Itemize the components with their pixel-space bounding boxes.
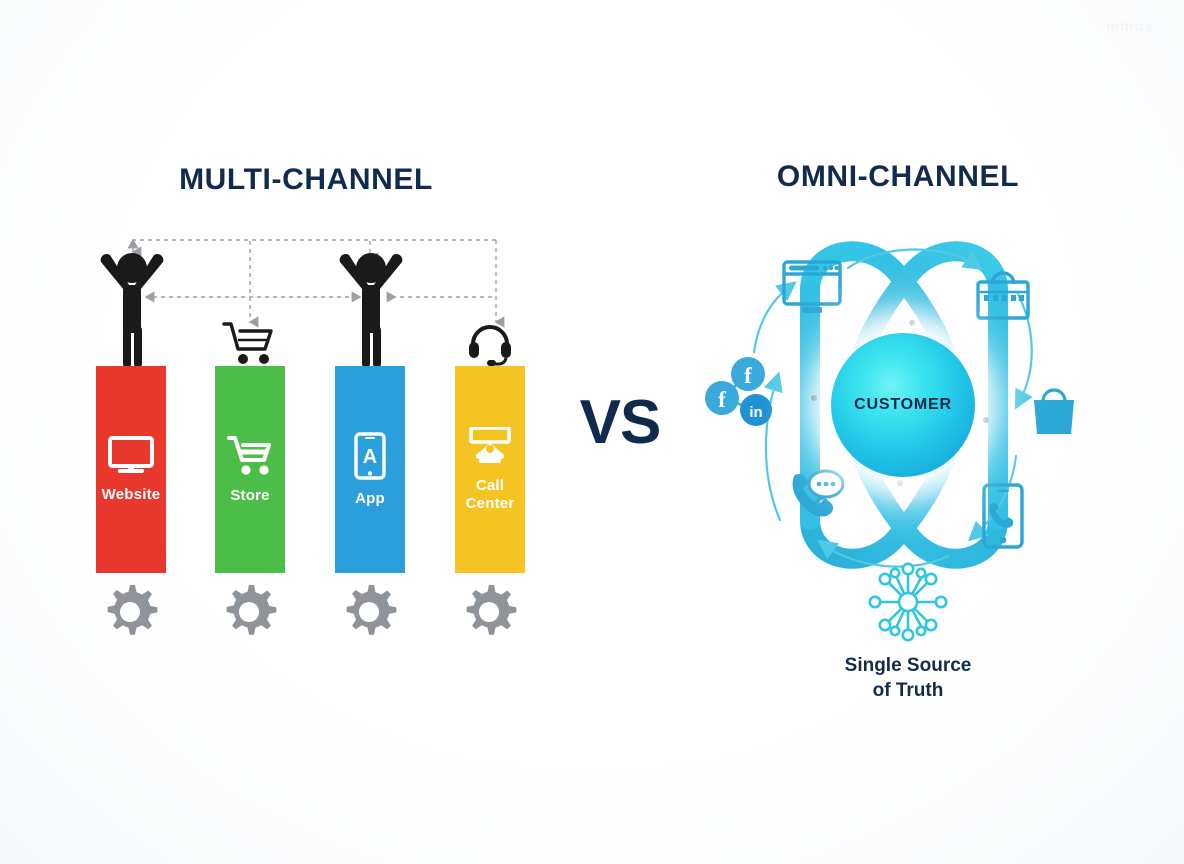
social-media-icons: f f in xyxy=(705,357,772,426)
cart-icon xyxy=(222,320,280,366)
channel-label-store: Store xyxy=(230,486,270,504)
versus-label: VS xyxy=(579,388,662,457)
sst-line-1: Single Source xyxy=(844,655,972,676)
phone-chat-icon xyxy=(792,469,845,517)
gear-icon xyxy=(460,583,518,641)
headset-icon xyxy=(467,318,513,366)
call-center-icon xyxy=(467,426,513,467)
linkedin-icon xyxy=(740,394,772,426)
person-icon xyxy=(334,248,408,370)
shopping-cart-icon xyxy=(227,435,273,477)
gear-icon xyxy=(220,583,278,641)
customer-label: CUSTOMER xyxy=(854,396,952,413)
person-icon xyxy=(95,248,169,370)
channel-label-call-center: Call Center xyxy=(465,477,515,512)
svg-text:A: A xyxy=(363,446,377,468)
channel-bar-website[interactable]: Website xyxy=(96,366,166,573)
shopping-bag-outline-icon xyxy=(976,271,1030,320)
svg-text:f: f xyxy=(744,363,752,388)
multi-channel-panel: MULTI-CHANNEL xyxy=(95,163,525,641)
network-hub-icon xyxy=(868,562,948,642)
gear-icon xyxy=(340,583,398,641)
facebook-icon xyxy=(731,357,765,391)
channel-bar-app[interactable]: A App xyxy=(335,366,405,573)
monitor-icon xyxy=(108,435,154,476)
channel-label-app: App xyxy=(355,489,385,507)
svg-text:f: f xyxy=(718,387,726,412)
svg-text:in: in xyxy=(749,404,762,421)
facebook-icon xyxy=(705,381,739,415)
browser-window-icon xyxy=(782,260,842,313)
smartphone-a-icon: A xyxy=(354,432,386,480)
shopping-bag-filled-icon xyxy=(1034,388,1074,434)
channel-bar-store[interactable]: Store xyxy=(215,366,285,573)
watermark: mmos xyxy=(1105,18,1154,35)
sst-line-2: of Truth xyxy=(872,680,944,702)
multi-channel-title: MULTI-CHANNEL xyxy=(179,163,433,196)
omni-channel-title: OMNI-CHANNEL xyxy=(776,160,1020,193)
channel-bar-call-center[interactable]: Call Center xyxy=(455,366,525,573)
omni-channel-panel: OMNI-CHANNEL xyxy=(612,0,1184,864)
gear-icon xyxy=(101,583,159,641)
channel-label-website: Website xyxy=(101,485,161,503)
customer-sphere[interactable]: CUSTOMER xyxy=(831,333,975,477)
mobile-call-icon xyxy=(982,483,1024,549)
omni-channel-orbit-graphic: f f in xyxy=(705,241,1074,642)
single-source-of-truth-label: Single Source of Truth xyxy=(792,653,1024,703)
